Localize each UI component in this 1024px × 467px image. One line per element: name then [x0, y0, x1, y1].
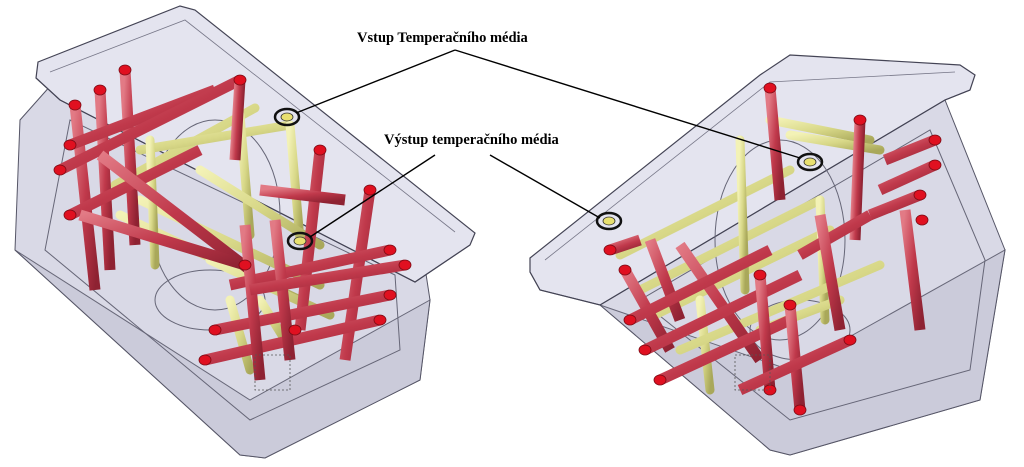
- mold-right-inner-edge: [639, 129, 986, 421]
- leader-outlet-left: [309, 154, 436, 238]
- mold-right: [529, 54, 1006, 456]
- mold-right-red-pipe-ends: [603, 82, 942, 416]
- outlet-label: Výstup temperačního média: [384, 132, 559, 148]
- ring-port-icon: [595, 211, 623, 231]
- mold-right-hatch-block: [734, 354, 771, 391]
- ring-port-icon: [286, 231, 314, 251]
- mold-left-front-face: [14, 249, 431, 459]
- mold-right-flange-edge: [529, 89, 971, 306]
- mold-right-flange-inner: [544, 71, 956, 261]
- mold-left-hatch-block: [254, 354, 291, 391]
- mold-left-flange-inner: [49, 19, 456, 233]
- leader-inlet-left: [295, 49, 456, 114]
- ring-port-icon: [796, 152, 824, 172]
- ring-port-icon: [273, 107, 301, 127]
- mold-left-inner-edge: [44, 119, 401, 421]
- mold-left-red-pipe-ends: [53, 64, 412, 366]
- inlet-label: Vstup Temperačního média: [357, 30, 528, 46]
- mold-left-red-pipes: [57, 69, 406, 381]
- leader-outlet-right: [489, 154, 601, 219]
- leader-lines: [295, 49, 801, 238]
- mold-left: [14, 5, 476, 459]
- leader-inlet-right: [454, 49, 801, 159]
